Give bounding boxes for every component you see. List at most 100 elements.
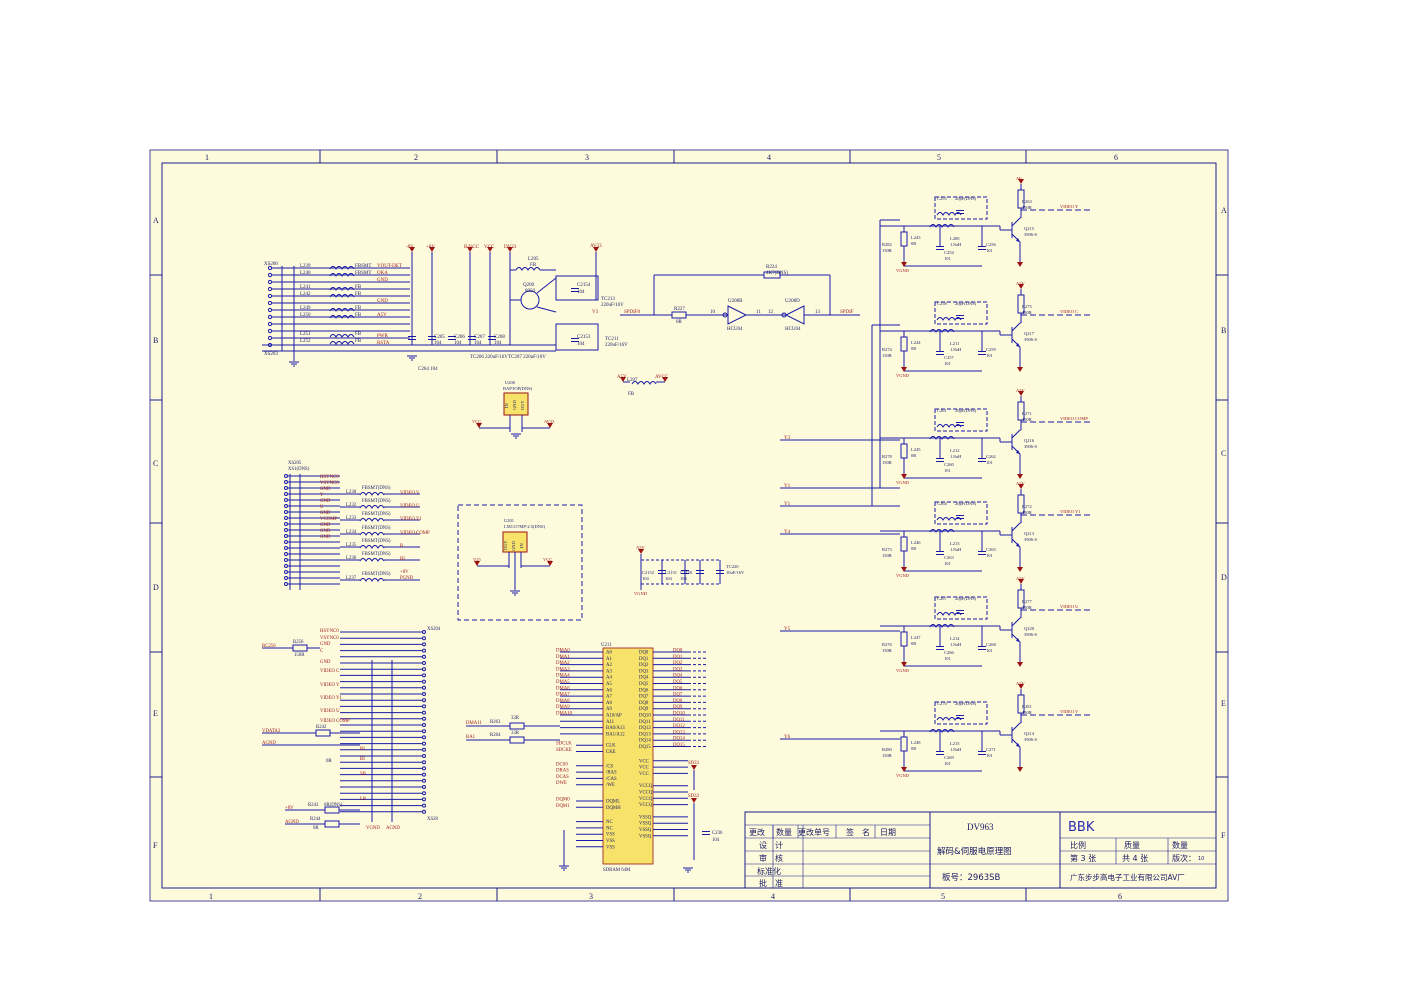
rail-label: DV33	[504, 245, 517, 250]
mid-bead-val: FBSMT(DNS)	[362, 552, 391, 557]
capbank-val: 104	[642, 576, 650, 581]
bot-mid-label: BI	[360, 757, 365, 762]
sdram-net-right: DQ11	[673, 718, 685, 723]
driver-ca-val: 101	[944, 656, 951, 661]
mid-bead-val: FBSMT(DNS)	[362, 526, 391, 531]
sdram-pin-ctl: DQMH	[606, 806, 621, 811]
driver-pwr: AV	[1016, 176, 1023, 181]
mid-bead-val: FBSMT(DNS)	[362, 486, 391, 491]
sdram-pin-right: DQ10	[639, 714, 651, 719]
bead-label: FB	[355, 292, 362, 297]
title-block: 更改 数量 更改单号 签 名 日期 设 计 审 核 标准化 批 准 DV963 …	[744, 811, 1217, 889]
bead-label: FB	[355, 339, 362, 344]
driver-ca-ref: C263	[944, 555, 955, 560]
driver-lb-ref: L214	[950, 636, 960, 641]
sdram-pin-right: DQ1	[639, 657, 649, 662]
tb-role-std: 标准化	[757, 866, 781, 876]
xs204-label: XS204	[427, 627, 441, 632]
driver-cb-ref: C268	[986, 642, 997, 647]
driver-la-ref: L245	[911, 447, 921, 452]
u208b-part: HCU04	[727, 327, 743, 332]
sdram-pin-right: DQ12	[639, 726, 651, 731]
driver-ca-ref: C260	[944, 462, 955, 467]
sdram-net-right: DQ14	[673, 737, 685, 742]
sdram-pin-left: A0	[606, 651, 612, 656]
sdram-net-left: DMA3	[556, 667, 570, 672]
mid-bead-ref: L233	[346, 516, 357, 521]
sdram-pin-right: VCCQ	[639, 803, 653, 808]
driver-rin-ref: R274	[882, 347, 893, 352]
driver-ctop-ref: C270	[937, 701, 948, 706]
cap-ref: C205	[434, 335, 445, 340]
agnd2-net: AGND	[285, 820, 299, 825]
inductor-label: L240	[300, 271, 311, 276]
tb-col-change: 更改	[749, 827, 765, 837]
bus-label: Y1	[784, 502, 791, 507]
bot-pin-label: VIDEO U	[320, 709, 340, 714]
col-number-bottom: 3	[589, 892, 593, 901]
bead-label: FB	[355, 306, 362, 311]
driver-lb-ref: L200	[950, 236, 960, 241]
tb-mass: 质量	[1124, 840, 1140, 850]
driver-lb-val: 1.8uH	[950, 347, 962, 352]
capbank-ref: C2150	[680, 570, 693, 575]
u211-part: SDRAM 64M	[603, 868, 631, 873]
driver-gnd: VGND	[896, 268, 910, 273]
u211-label: U211	[601, 643, 612, 648]
driver-cb-val: 101	[986, 753, 993, 758]
sdram-pin-right: VCC	[639, 766, 649, 771]
sdram-net-right: DQ0	[673, 649, 683, 654]
cap-val: 104	[434, 341, 442, 346]
bead-label: FB	[355, 285, 362, 290]
sdram-net-left: DMA7	[556, 693, 570, 698]
sdram-u211: U211 SDRAM 64M A0A1A2A3A4A5A6A7A8A9A10/A…	[466, 643, 723, 873]
driver-pwr: A5V	[1016, 681, 1025, 686]
driver-rin-val: 150R	[882, 353, 892, 358]
sdram-pin-ctl: NC	[606, 820, 613, 825]
driver-q-type: 3906-S	[1024, 337, 1037, 342]
tc211-label: TC211	[605, 337, 619, 342]
driver-ctop-val: 20pF(DNS)	[955, 301, 977, 306]
mid-bead-ref: L232	[346, 503, 357, 508]
driver-lb-ref: L212	[950, 448, 960, 453]
tc220-label: TC220	[726, 564, 739, 569]
u208b-pin11: 11	[756, 310, 761, 315]
r256-value: 150R	[294, 653, 305, 658]
l205-value: FB	[530, 263, 537, 268]
mid-out-net: VIDEO V	[400, 491, 420, 496]
bus-label: Y3	[784, 436, 791, 441]
bot-mid-label: BI	[360, 747, 365, 752]
spdif-section: SPDIF0 R227 0R R224 4K7(DNS) U208B HCU04…	[620, 265, 860, 332]
driver-q-ref: Q215	[1024, 226, 1035, 231]
driver-rin-val: 150R	[882, 753, 892, 758]
sdram-net-ctl: SDCLK	[556, 742, 572, 747]
mid-bead-val: FBSMT(DNS)	[362, 539, 391, 544]
driver-pwr: A5V	[1016, 388, 1025, 393]
driver-la-ref: L244	[911, 340, 921, 345]
sdram-pin-left: A8	[606, 701, 612, 706]
dma11-net: DMA11	[466, 721, 482, 726]
tb-col-sign: 签 名	[846, 827, 870, 837]
c2153-value: 104	[577, 342, 585, 347]
net-label: GND	[377, 299, 388, 304]
sdram-pin-right: VSSQ	[639, 834, 652, 839]
row-letter-right: F	[1221, 831, 1226, 840]
sdram-pin-right: DQ5	[639, 682, 649, 687]
sdram-pin-left: A1	[606, 657, 612, 662]
sdram-pin-right: DQ0	[639, 651, 649, 656]
driver-out-net: VIDEO V	[1060, 709, 1079, 714]
driver-lb-val: 1.8uH	[950, 547, 962, 552]
r224-value: 4K7(DNS)	[766, 271, 788, 276]
bot-pin-label: VIDEO C	[320, 669, 339, 674]
u200-pin-out: OUT	[520, 401, 525, 410]
driver-rin-ref: R273	[882, 547, 893, 552]
driver-cb-ref: C259	[986, 347, 997, 352]
mid-pin-label: VCOMP	[320, 517, 337, 522]
row-letter-right: A	[1221, 206, 1227, 215]
mid-out-net: VIDEO U	[400, 504, 420, 509]
